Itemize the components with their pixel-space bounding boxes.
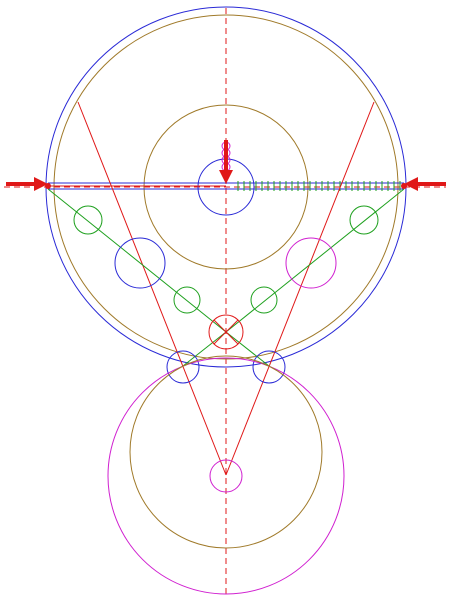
red-center-circle: [208, 314, 244, 350]
green-circle-4: [349, 205, 379, 235]
v-line-right: [225, 101, 375, 476]
blue-circle-bottom-left: [166, 350, 200, 384]
green-circle-3: [250, 286, 278, 314]
green-line-right: [225, 188, 405, 333]
large-pitch-circle: [53, 14, 399, 360]
beam-hatch-marks: [237, 181, 401, 191]
inner-pitch-circle: [143, 104, 309, 270]
red-cross-b: [213, 319, 239, 345]
arrow-left-icon: [6, 177, 48, 191]
arrow-down-icon: [219, 140, 233, 184]
blue-circle-left: [114, 237, 166, 289]
pivot-point-right: [401, 183, 407, 189]
green-circle-2: [173, 286, 201, 314]
lower-hub-circle: [209, 459, 243, 493]
v-line-left: [77, 101, 227, 476]
blue-circle-bottom-right: [252, 350, 286, 384]
arrow-right-icon: [404, 177, 446, 191]
green-line-bottom-left: [182, 331, 227, 367]
green-circle-1: [73, 205, 103, 235]
lower-pitch-circle: [129, 355, 323, 549]
magenta-circle-right: [285, 237, 337, 289]
green-line-left: [47, 188, 227, 333]
lower-outer-circle: [107, 357, 345, 595]
pivot-point-left: [45, 183, 51, 189]
green-line-bottom-right: [225, 331, 270, 367]
